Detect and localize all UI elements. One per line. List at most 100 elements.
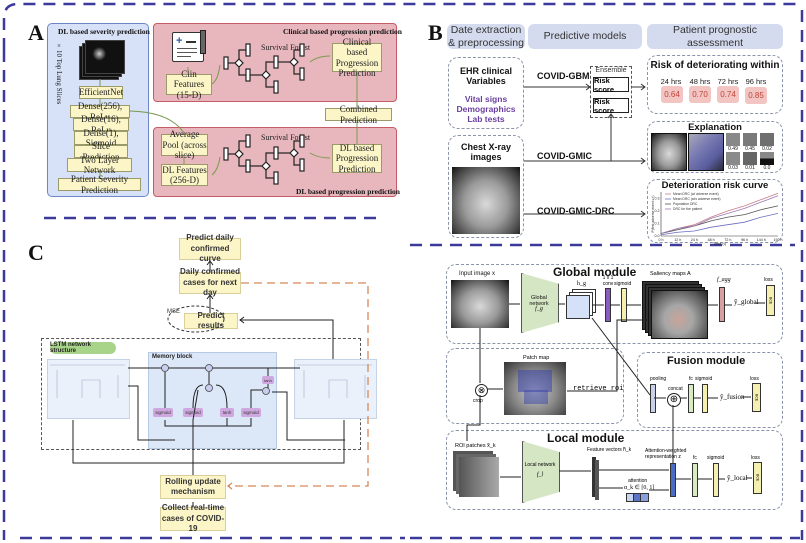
dl-panel-title: DL based progression prediction [296, 187, 400, 196]
attention-weighted-layer [670, 463, 676, 497]
drc-x-tick-label: 72 h [724, 238, 731, 242]
global-module-box [446, 264, 783, 344]
risk-horizon-48: 48 hrs [689, 77, 711, 86]
drc-x-axis-label: Time (t) [713, 242, 727, 246]
output-multiply-icon [262, 387, 270, 395]
sigmoid-layer-local [713, 463, 719, 497]
sigmoid-label-local: sigmoid [707, 455, 725, 461]
lstm-label: LSTM network structure [50, 342, 116, 354]
average-pool-box: Average Pool (across slice) [161, 129, 208, 161]
gate-input-sigmoid: sigmoid [183, 408, 203, 417]
patch-thumb-3 [760, 133, 774, 146]
gate-forget-sigmoid: sigmoid [153, 408, 173, 417]
drc-x-tick-label: 192 h [774, 238, 783, 242]
memory-operators [161, 364, 270, 395]
crop-label: crop [473, 398, 483, 404]
header-data-extraction: Date extraction & preprocessing [447, 23, 525, 49]
severity-panel-title: DL based severity prediction [58, 27, 150, 36]
explanation-box [647, 121, 783, 173]
gate-output-sigmoid: sigmoid [241, 408, 261, 417]
risk-box [647, 55, 783, 114]
lstm-cell-next [294, 359, 377, 419]
local-module-box [446, 430, 783, 510]
drc-x-tick-label: 12 h [674, 238, 681, 242]
explanation-heatmap [688, 133, 724, 171]
drc-y-axis-label: P(first adverse event ≤ t) [651, 196, 655, 233]
roi-patch-front [459, 457, 499, 497]
layer-slice-prediction: Slice Prediction [74, 141, 128, 162]
fc-layer-local [692, 463, 698, 497]
loss-label-fusion: loss [750, 376, 759, 382]
patch-map-label: Patch map [523, 355, 550, 361]
predict-results-box: Predict results [184, 311, 238, 330]
concat-label: concat [668, 386, 683, 392]
bce-fusion: BCE [752, 383, 761, 412]
dl-output-box: DL based Progression Prediction [332, 143, 382, 174]
attention-cell-3 [640, 493, 649, 502]
lung-slice-image [85, 40, 125, 74]
drc-x-tick-label: 144 h [757, 238, 766, 242]
patch-score-4: 0.03 [728, 165, 738, 171]
clin-features-box: Clin Features (15-D) [166, 69, 212, 100]
concat-operator-icon: ⊕ [667, 393, 681, 407]
model-covid-gbm: COVID-GBM [537, 71, 590, 81]
drc-title: Deterioration risk curve [661, 180, 769, 191]
patch-map-image [504, 362, 566, 415]
risk-score-1: Risk score [593, 76, 629, 94]
clinical-panel-title: Clinical based progression prediction [283, 27, 402, 36]
local-network-label: Local network [524, 462, 556, 468]
local-network-block [522, 441, 560, 503]
panel-c-letter: C [28, 240, 44, 265]
memory-block-label: Memory block [152, 354, 193, 360]
clinical-forest-label: Survival Forest [261, 43, 311, 52]
feature-vectors-label: Feature vectors h̃_k [587, 447, 632, 453]
xray-box [448, 135, 524, 238]
drc-y-tick-label: 0.0 [655, 234, 660, 238]
patch-score-2: 0.45 [745, 146, 755, 152]
patch-thumb-1 [726, 133, 740, 146]
gate-candidate-tanh: tanh [220, 408, 234, 417]
explanation-title: Explanation [688, 122, 742, 133]
risk-value-24: 0.64 [661, 86, 683, 103]
forget-multiply-icon [161, 364, 169, 372]
feature-vector-1 [592, 457, 596, 497]
tanh-output: tanh [262, 376, 274, 384]
layer-dense-16: Dense(16), ReLu [73, 114, 129, 135]
global-module-title: Global module [553, 265, 637, 279]
risk-horizon-24: 24 hrs [660, 77, 682, 86]
risk-score-2: Risk score [593, 97, 629, 115]
panel-a-letter: A [28, 20, 44, 45]
explanation-xray [651, 133, 687, 171]
loss-label-local: loss [751, 455, 760, 461]
patch-thumb-4 [726, 152, 740, 165]
roi-patches-label: ROI patches x̃_k [455, 443, 496, 449]
next-cell-wiring [297, 364, 372, 398]
patch-section-box [446, 348, 624, 424]
layer-dense-1: Dense(1), Sigmoid [74, 128, 128, 148]
saliency-label: Saliency maps A [650, 271, 691, 277]
y-fusion-label: ŷ_fusion [720, 393, 745, 401]
local-module-title: Local module [547, 431, 625, 445]
loss-label-global: loss [764, 277, 773, 283]
drc-series-line [660, 212, 779, 236]
dl-features-box: DL Features (256-D) [161, 164, 208, 186]
pooling-label: pooling [650, 376, 667, 382]
bce-global: BCE [766, 285, 775, 316]
drc-legend-label: DRC for the patient [673, 207, 702, 211]
slices-label: ×10 Top Lung Slices [55, 42, 63, 105]
dl-survival-forest [223, 134, 305, 185]
model-covid-gmic-drc: COVID-GMIC-DRC [537, 206, 615, 216]
layer-two-layer-network: Two Layer Network [67, 155, 132, 175]
patch-score-6: 0.0 [763, 165, 771, 171]
crop-operator-icon: ⊗ [475, 384, 488, 397]
drc-series-line [660, 205, 779, 234]
risk-value-48: 0.70 [689, 86, 711, 103]
feature-vector-2 [595, 460, 599, 500]
layer-patient-severity: Patient Severity Prediction [58, 174, 141, 195]
retrieve-roi-label: retrieve_roi [573, 385, 624, 393]
header-prognostic-assessment: Patient prognostic assessment [647, 24, 783, 49]
